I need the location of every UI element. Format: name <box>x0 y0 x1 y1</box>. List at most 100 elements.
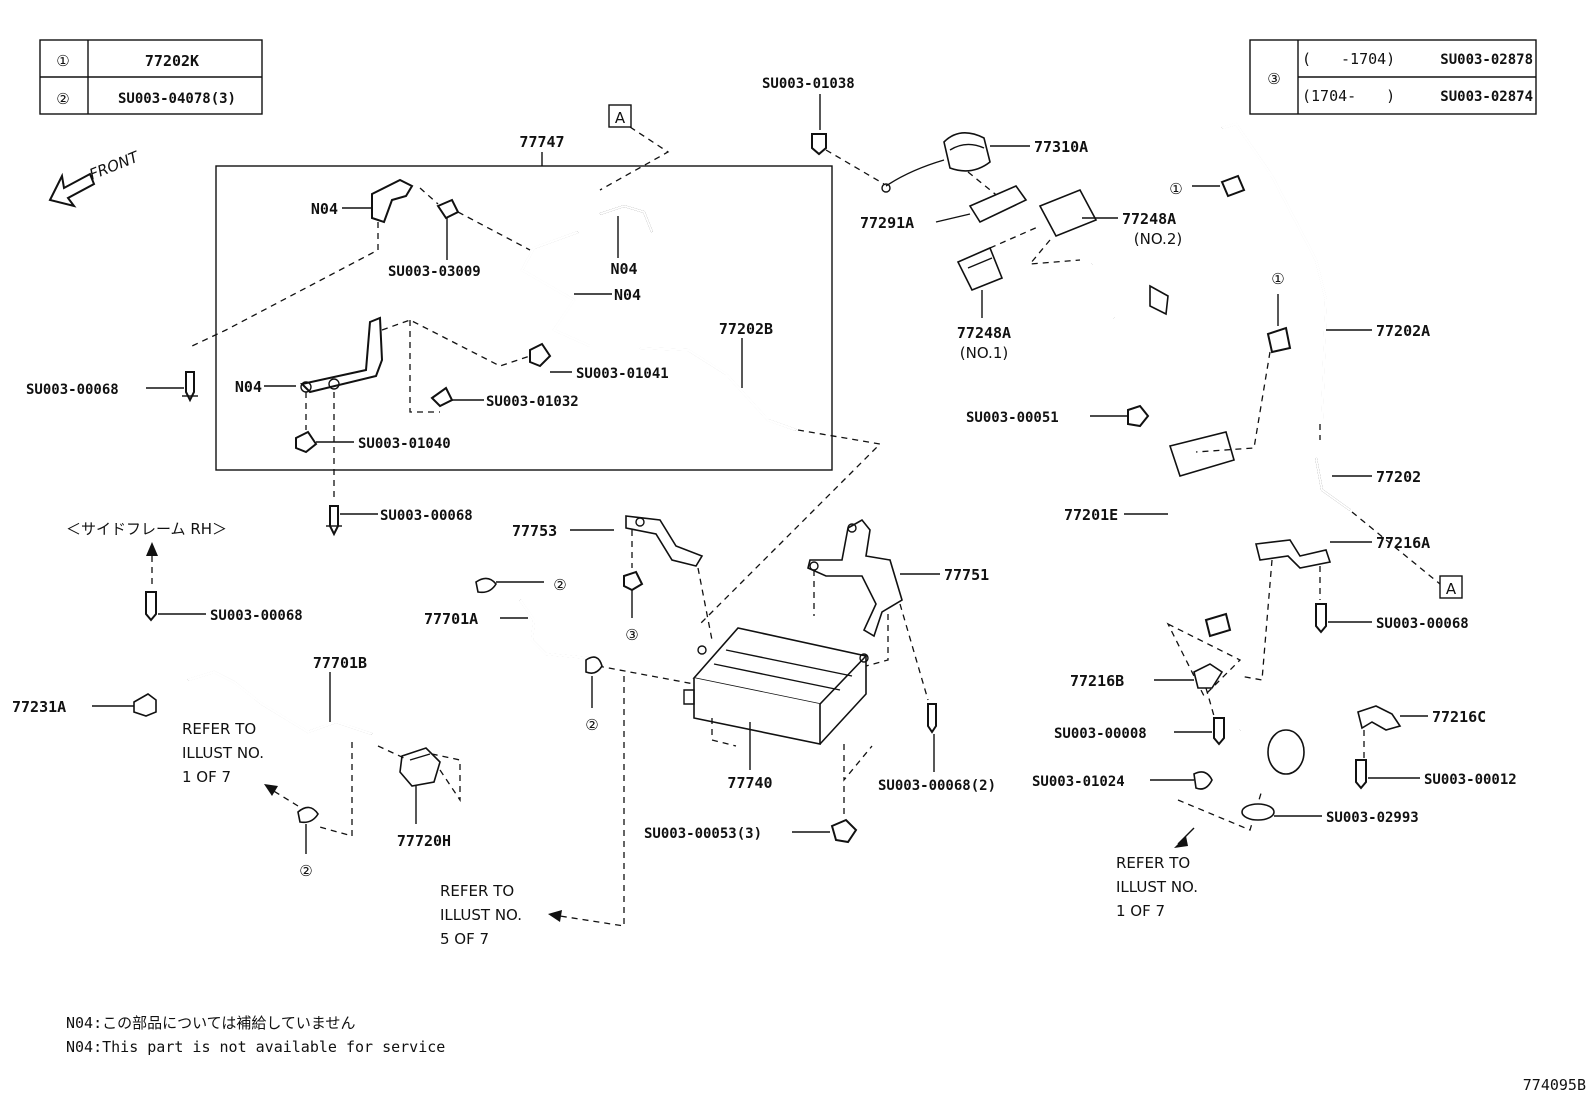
circle-3: ③ <box>625 626 638 644</box>
legend-num-2: ② <box>56 90 69 108</box>
label-n04-a: N04 <box>311 200 338 218</box>
label-77202b: 77202B <box>719 320 773 338</box>
refer-left-line1: REFER TO <box>182 720 256 738</box>
bolt-su003-00068-2: SU003-00068(2) <box>878 703 996 794</box>
refer-right-line2: ILLUST NO. <box>1116 878 1198 896</box>
label-su003-00012: SU003-00012 <box>1424 772 1517 788</box>
label-77751: 77751 <box>944 566 989 584</box>
label-su003-01041: SU003-01041 <box>576 366 669 382</box>
tube-77202a: 77202A <box>1221 122 1430 421</box>
legend-part-3a: SU003-02878 <box>1440 52 1533 68</box>
refer-to-center: REFER TO ILLUST NO. 5 OF 7 <box>440 676 625 948</box>
label-n04-d: N04 <box>235 378 262 396</box>
label-su003-01032: SU003-01032 <box>486 394 579 410</box>
clamp-circle-2-a: ② <box>475 576 567 594</box>
bolt-su003-01038: SU003-01038 <box>762 76 885 185</box>
bolt-su003-00008: SU003-00008 <box>1054 717 1225 746</box>
label-77231a: 77231A <box>12 698 66 716</box>
bracket-n04-lower: N04 <box>235 316 531 498</box>
label-77248a-2: 77248A <box>1122 210 1176 228</box>
bracket-77216b: 77216B <box>1070 612 1242 717</box>
label-77202a: 77202A <box>1376 322 1430 340</box>
label-77747: 77747 <box>519 133 564 151</box>
label-77216a: 77216A <box>1376 534 1430 552</box>
nut-su003-01040: SU003-01040 <box>295 430 451 454</box>
label-su003-02993: SU003-02993 <box>1326 810 1419 826</box>
refer-right-line3: 1 OF 7 <box>1116 902 1165 920</box>
label-su003-01024: SU003-01024 <box>1032 774 1125 790</box>
refer-right-line1: REFER TO <box>1116 854 1190 872</box>
clip-su003-01041: SU003-01041 <box>529 342 669 382</box>
nut-su003-00053-3: SU003-00053(3) <box>644 786 858 844</box>
bracket-77751: 77751 <box>807 518 989 701</box>
clip-77202k-lower: ① <box>1195 270 1292 453</box>
hose-77701b: 77701B <box>187 654 373 837</box>
label-77201e: 77201E <box>1064 506 1118 524</box>
legend-table-left: ① 77202K ② SU003-04078(3) <box>39 39 263 115</box>
clip-su003-03009: SU003-03009 <box>388 187 531 280</box>
legend-part-1: 77202K <box>145 52 199 70</box>
label-su003-00068-r: SU003-00068 <box>1376 616 1469 632</box>
label-77291a: 77291A <box>860 214 914 232</box>
svg-text:A: A <box>1446 580 1457 598</box>
legend-part-3b: SU003-02874 <box>1440 89 1533 105</box>
legend-num-3: ③ <box>1267 70 1280 88</box>
label-77216b: 77216B <box>1070 672 1124 690</box>
label-77248a-1: 77248A <box>957 324 1011 342</box>
bracket-77216c: 77216C <box>1357 705 1486 758</box>
circle-1-a: ① <box>1169 180 1182 198</box>
filler-pipe-77201e: 77201E <box>1064 244 1309 775</box>
label-77701b: 77701B <box>313 654 367 672</box>
bracket-n04-top: N04 <box>191 178 414 347</box>
legend-part-2: SU003-04078(3) <box>118 91 236 107</box>
bolt-su003-00068-right: SU003-00068 <box>1315 603 1469 634</box>
refer-center-line3: 5 OF 7 <box>440 930 489 948</box>
refer-to-left: REFER TO ILLUST NO. 1 OF 7 <box>182 720 299 807</box>
assembly-box-77747: 77747 <box>215 133 833 471</box>
bolt-su003-00068-left: SU003-00068 <box>26 371 198 403</box>
svg-text:A: A <box>615 109 626 127</box>
label-su003-03009: SU003-03009 <box>388 264 481 280</box>
clamp-circle-2-b: ② <box>585 656 603 734</box>
label-su003-01040: SU003-01040 <box>358 436 451 452</box>
label-77740: 77740 <box>727 774 772 792</box>
label-no2: (NO.2) <box>1134 230 1182 248</box>
label-su003-00068-b: SU003-00068 <box>380 508 473 524</box>
clamp-su003-01024: SU003-01024 <box>1032 771 1263 848</box>
refer-left-line3: 1 OF 7 <box>182 768 231 786</box>
fuel-cap-77310a: 77310A <box>881 132 1088 199</box>
connector-77231a: 77231A <box>12 693 157 717</box>
footnotes: N04:この部品については補給していません N04:This part is n… <box>66 1014 445 1056</box>
label-77753: 77753 <box>512 522 557 540</box>
refer-center-line1: REFER TO <box>440 882 514 900</box>
bolt-su003-00012: SU003-00012 <box>1355 759 1517 790</box>
legend-range-1: ( -1704) <box>1302 50 1395 68</box>
circle-2-b: ② <box>585 716 598 734</box>
circle-2-c: ② <box>299 862 312 880</box>
label-no1: (NO.1) <box>960 344 1008 362</box>
label-n04-b: N04 <box>610 260 637 278</box>
ref-marker-a-right: A <box>1439 575 1463 599</box>
label-su003-00051: SU003-00051 <box>966 410 1059 426</box>
ref-marker-a-top: A <box>599 104 670 191</box>
side-frame-group: ＜サイドフレーム RH＞ SU003-00068 <box>66 520 303 624</box>
clip-77202k-upper: ① <box>1169 174 1246 198</box>
label-77310a: 77310A <box>1034 138 1088 156</box>
label-su003-00068-a: SU003-00068 <box>26 382 119 398</box>
note-english: N04:This part is not available for servi… <box>66 1038 445 1056</box>
gasket-77291a: 77291A <box>860 185 1028 232</box>
bracket-77216a: 77216A <box>1239 534 1430 681</box>
label-su003-00068-2: SU003-00068(2) <box>878 778 996 794</box>
legend-table-right: ③ ( -1704) SU003-02878 (1704- ) SU003-02… <box>1249 39 1537 115</box>
circle-2-a: ② <box>553 576 566 594</box>
refer-left-line2: ILLUST NO. <box>182 744 264 762</box>
label-77202: 77202 <box>1376 468 1421 486</box>
hose-77701a: 77701A <box>424 599 695 685</box>
refer-center-line2: ILLUST NO. <box>440 906 522 924</box>
bracket-77248a-no1: 77248A (NO.1) <box>957 225 1041 362</box>
diagram-id: 774095B <box>1523 1076 1586 1094</box>
label-side-frame: ＜サイドフレーム RH＞ <box>66 520 227 538</box>
note-japanese: N04:この部品については補給していません <box>66 1014 355 1032</box>
label-su003-00008: SU003-00008 <box>1054 726 1147 742</box>
